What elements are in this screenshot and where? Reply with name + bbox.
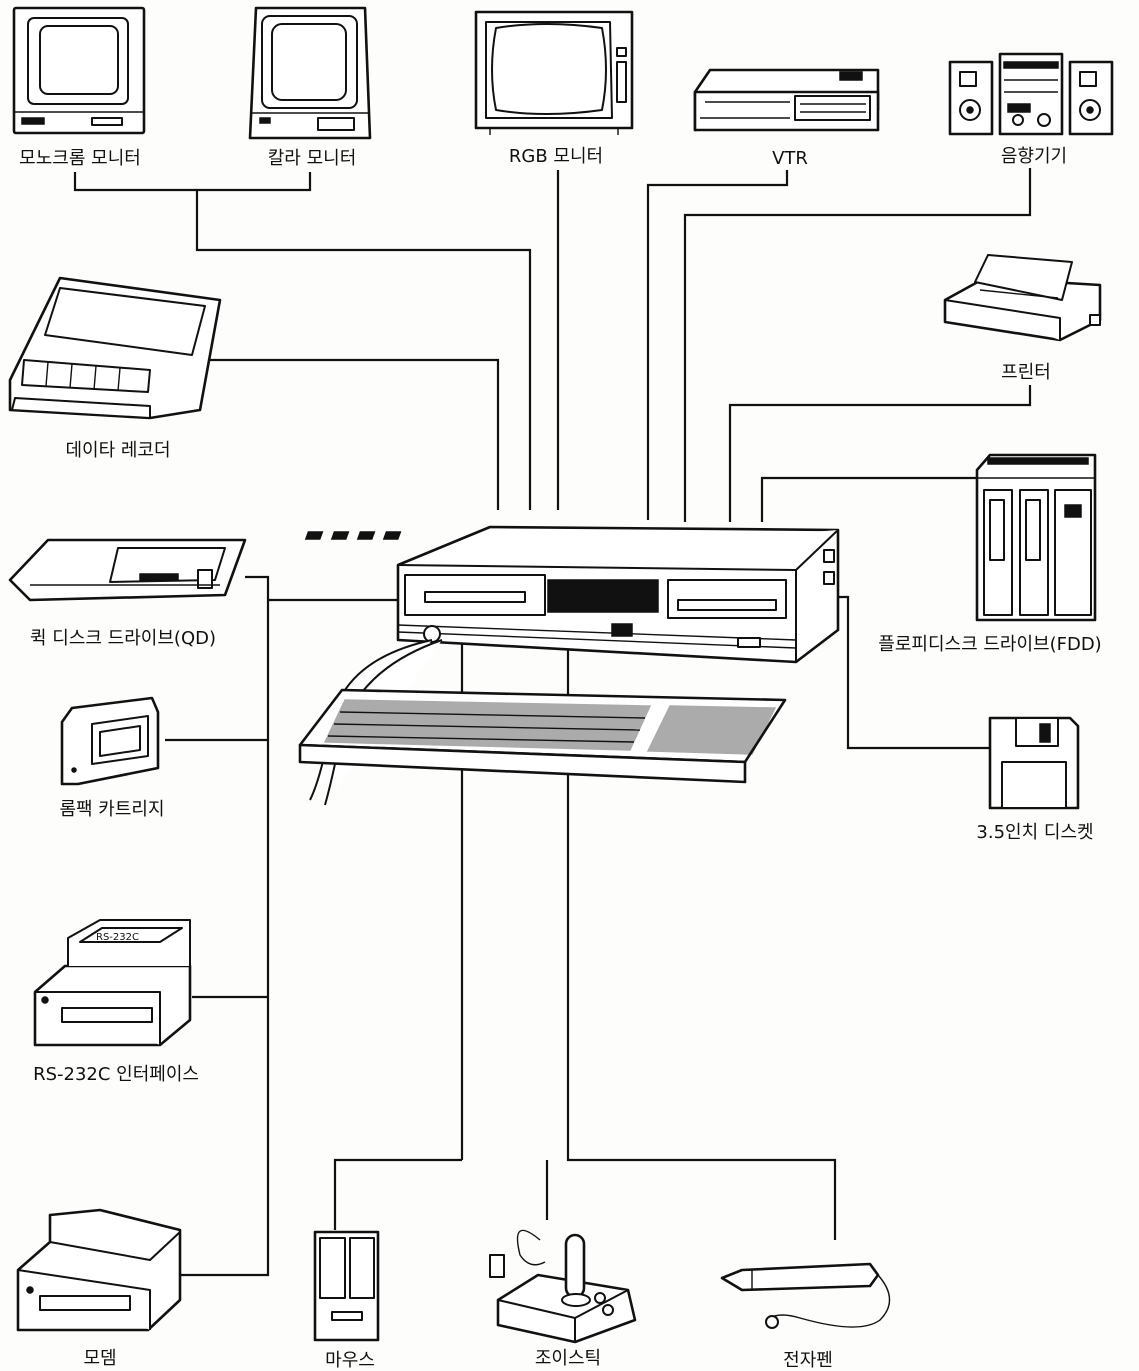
label-qd: 퀵 디스크 드라이브(QD) xyxy=(30,628,216,649)
label-data-recorder: 데이타 레코더 xyxy=(65,440,170,461)
label-vtr: VTR xyxy=(772,148,808,169)
audio-line xyxy=(683,168,1032,522)
label-printer: 프린터 xyxy=(1001,362,1051,383)
fdd-line xyxy=(760,476,977,522)
modem-icon xyxy=(16,1208,182,1332)
mono-monitor-icon xyxy=(12,6,146,135)
diskette-icon xyxy=(988,716,1080,810)
keyboard-icon xyxy=(298,688,787,784)
keyboard-keys xyxy=(323,699,777,755)
color-monitor-icon xyxy=(248,6,372,140)
device-labels: 모노크롬 모니터 칼라 모니터 RGB 모니터 VTR 음향기기 프린터 데이타… xyxy=(19,146,1102,1371)
label-rgb-monitor: RGB 모니터 xyxy=(509,146,603,167)
connection-lines xyxy=(73,168,1032,1277)
label-color-monitor: 칼라 모니터 xyxy=(268,148,357,169)
computer-main-unit-icon xyxy=(304,525,840,664)
label-audio: 음향기기 xyxy=(1001,146,1067,167)
audio-system-icon xyxy=(948,52,1114,136)
label-mouse: 마우스 xyxy=(325,1350,375,1371)
vtr-line xyxy=(646,170,789,520)
rgb-monitor-icon xyxy=(474,10,634,135)
label-modem: 모뎀 xyxy=(83,1348,116,1369)
data-recorder-icon xyxy=(8,276,222,420)
label-lightpen: 전자펜 xyxy=(783,1350,833,1371)
input-line-right xyxy=(566,640,837,1240)
rs232c-icon: RS-232C xyxy=(33,919,192,1047)
qd-icon xyxy=(8,538,247,602)
fdd-icon xyxy=(975,453,1097,622)
printer-line xyxy=(728,385,1032,522)
label-mono-monitor: 모노크롬 모니터 xyxy=(19,148,141,169)
diskette-line xyxy=(835,595,990,750)
label-rompack: 롬팩 카트리지 xyxy=(59,799,164,820)
printer-icon xyxy=(943,254,1102,342)
vtr-icon xyxy=(693,68,880,132)
mouse-icon xyxy=(313,1230,380,1342)
monitor-bracket-line xyxy=(73,172,312,192)
left-bus-line xyxy=(180,575,270,1277)
label-rs232c: RS-232C 인터페이스 xyxy=(33,1064,199,1085)
rs232c-box-text: RS-232C xyxy=(96,932,139,943)
mouse-line xyxy=(333,1158,462,1230)
lightpen-icon xyxy=(720,1262,891,1329)
label-joystick: 조이스틱 xyxy=(535,1348,601,1369)
data-recorder-line xyxy=(200,358,500,510)
rompack-icon xyxy=(60,696,160,786)
joystick-icon xyxy=(489,1229,637,1344)
monitors-to-computer-line xyxy=(195,190,532,510)
label-disk35: 3.5인치 디스켓 xyxy=(976,822,1093,843)
label-fdd: 플로피디스크 드라이브(FDD) xyxy=(878,634,1101,655)
